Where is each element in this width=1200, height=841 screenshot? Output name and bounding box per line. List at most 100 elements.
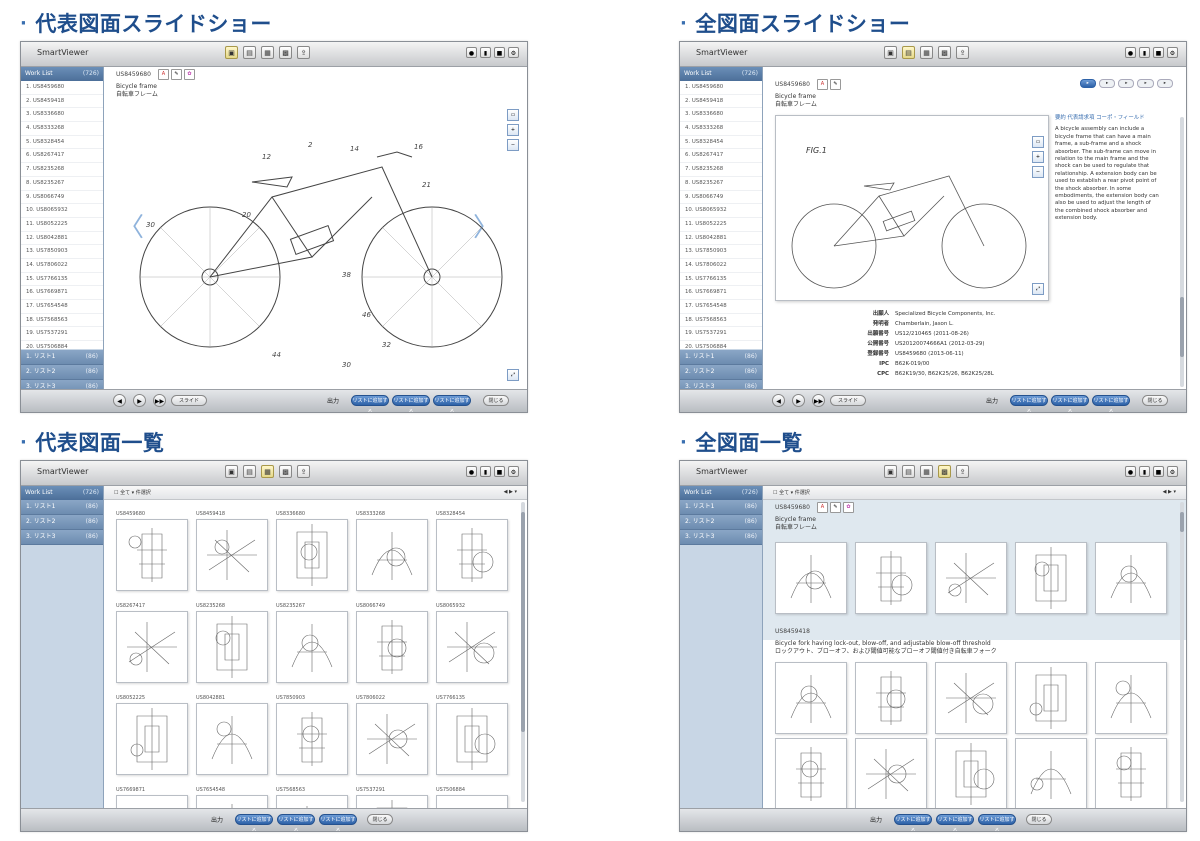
add-to-list-2[interactable]: リストに追加する (392, 395, 430, 412)
slideshow-icon[interactable]: ▣ (225, 465, 238, 478)
thumbnail-image[interactable] (196, 795, 268, 809)
sidebar-list-2[interactable]: 2. リスト2(86) (21, 515, 103, 530)
thumbnail-image[interactable] (436, 611, 508, 683)
list-item[interactable]: 17. US7654548 (21, 300, 103, 314)
thumbnail-cell[interactable]: US8052225 (116, 694, 188, 775)
fig-nav-3[interactable]: ▸ (1118, 79, 1135, 88)
sidebar-list-3[interactable]: 3. リスト3(86) (680, 530, 762, 545)
thumbnail-cell[interactable]: US7766135 (436, 694, 508, 775)
thumbnail-image[interactable] (935, 662, 1007, 734)
add-to-list-2[interactable]: リストに追加する (277, 814, 315, 831)
pdf-icon[interactable]: A (817, 502, 828, 513)
grid-icon[interactable]: ▦ (920, 46, 933, 59)
list-item[interactable]: 7. US8235268 (21, 163, 103, 177)
thumbnail-cell[interactable]: US8328454 (436, 510, 508, 591)
play-icon[interactable]: ▶ (792, 394, 805, 407)
save-icon[interactable]: ■ (1153, 47, 1164, 58)
slide-speed[interactable]: スライド (830, 395, 866, 406)
thumbnail-image[interactable] (855, 738, 927, 809)
thumbnail-image[interactable] (436, 703, 508, 775)
list-item[interactable]: 1. US8459680 (21, 81, 103, 95)
thumbnail-cell[interactable] (855, 542, 927, 614)
settings-icon[interactable]: ⚙ (1167, 466, 1178, 477)
settings-icon[interactable]: ⚙ (508, 47, 519, 58)
add-to-list-2[interactable]: リストに追加する (1051, 395, 1089, 412)
user-icon[interactable]: ● (1125, 47, 1136, 58)
thumbnail-image[interactable] (356, 611, 428, 683)
export-icon[interactable]: ⇪ (956, 46, 969, 59)
thumbnail-cell[interactable] (935, 542, 1007, 614)
sidebar-list-2[interactable]: 2. リスト2(86) (680, 515, 762, 530)
grid-all-icon[interactable]: ▩ (938, 46, 951, 59)
add-to-list-1[interactable]: リストに追加する (1010, 395, 1048, 412)
list-item[interactable]: 18. US7568563 (680, 314, 762, 328)
list-item[interactable]: 6. US8267417 (680, 149, 762, 164)
list-item[interactable]: 1. US8459680 (680, 81, 762, 95)
thumbnail-image[interactable] (1015, 542, 1087, 614)
thumbnail-cell[interactable] (1095, 662, 1167, 734)
user-icon[interactable]: ● (466, 47, 477, 58)
thumbnail-cell[interactable]: US7506884 (436, 786, 508, 809)
thumbnail-image[interactable] (196, 703, 268, 775)
list-item[interactable]: 15. US7766135 (21, 273, 103, 287)
save-icon[interactable]: ■ (494, 47, 505, 58)
thumbnail-cell[interactable]: US7669871 (116, 786, 188, 809)
thumbnail-cell[interactable] (1015, 662, 1087, 734)
slide-speed[interactable]: スライド (171, 395, 207, 406)
sidebar-list-1[interactable]: 1. リスト1(86) (680, 350, 762, 365)
add-to-list-3[interactable]: リストに追加する (319, 814, 357, 831)
list-item[interactable]: 11. US8052225 (680, 218, 762, 232)
fig-nav-2[interactable]: ▸ (1098, 79, 1116, 88)
thumbnail-cell[interactable] (1015, 738, 1087, 809)
thumbnail-cell[interactable]: US8333268 (356, 510, 428, 591)
list-item[interactable]: 2. US8459418 (21, 95, 103, 109)
add-to-list-1[interactable]: リストに追加する (235, 814, 273, 831)
thumbnail-image[interactable] (855, 662, 927, 734)
fig-nav-1[interactable]: ▸ (1079, 79, 1096, 88)
thumbnail-cell[interactable]: US8065932 (436, 602, 508, 683)
fig-nav-4[interactable]: ▸ (1137, 79, 1154, 88)
thumbnail-image[interactable] (436, 519, 508, 591)
sidebar-list-2[interactable]: 2. リスト2(86) (21, 365, 103, 380)
thumbnail-cell[interactable]: US8459418 (196, 510, 268, 591)
thumbnail-image[interactable] (1015, 738, 1087, 809)
list-item[interactable]: 2. US8459418 (680, 95, 762, 109)
export-icon[interactable]: ⇪ (297, 46, 310, 59)
worklist-header[interactable]: Work List(726) (21, 486, 103, 500)
thumbnail-image[interactable] (196, 519, 268, 591)
next-arrow-icon[interactable]: 〉 (472, 213, 499, 243)
thumbnail-cell[interactable]: US7537291 (356, 786, 428, 809)
list-item[interactable]: 14. US7806022 (21, 259, 103, 273)
scrollbar[interactable] (521, 502, 525, 802)
thumbnail-cell[interactable] (935, 662, 1007, 734)
fullscreen-icon[interactable]: ⤢ (507, 369, 519, 381)
thumbnail-cell[interactable]: US7654548 (196, 786, 268, 809)
list-item[interactable]: 16. US7669871 (680, 286, 762, 300)
settings-icon[interactable]: ⚙ (1167, 47, 1178, 58)
list-item[interactable]: 4. US8333268 (21, 122, 103, 136)
sidebar-list-2[interactable]: 2. リスト2(86) (680, 365, 762, 380)
fig-nav-5[interactable]: ▸ (1156, 79, 1173, 88)
grid-icon[interactable]: ▦ (261, 465, 274, 478)
list-item[interactable]: 5. US8328454 (21, 136, 103, 150)
thumbnail-image[interactable] (1015, 662, 1087, 734)
sidebar-list-1[interactable]: 1. リスト1(86) (21, 500, 103, 515)
save-icon[interactable]: ■ (494, 466, 505, 477)
print-icon[interactable]: ▮ (1139, 466, 1150, 477)
worklist-header[interactable]: Work List(726) (21, 67, 103, 81)
print-icon[interactable]: ▮ (480, 466, 491, 477)
worklist-header[interactable]: Work List(726) (680, 486, 762, 500)
thumbnail-cell[interactable]: US8336680 (276, 510, 348, 591)
page-nav[interactable]: ◀ ▶ ▾ (1162, 489, 1176, 495)
thumbnail-cell[interactable]: US8267417 (116, 602, 188, 683)
scrollbar[interactable] (1180, 502, 1184, 802)
thumbnail-image[interactable] (276, 611, 348, 683)
fit-icon[interactable]: ▭ (1032, 136, 1044, 148)
thumbnail-cell[interactable] (775, 542, 847, 614)
thumbnail-image[interactable] (775, 662, 847, 734)
slideshow-all-icon[interactable]: ▤ (902, 46, 915, 59)
export-icon[interactable]: ⇪ (956, 465, 969, 478)
note-icon[interactable]: ✎ (830, 79, 841, 90)
select-all[interactable]: ☐ 全て ▾ 件選択 (773, 490, 810, 496)
list-item[interactable]: 20. US7506884 (21, 341, 103, 349)
